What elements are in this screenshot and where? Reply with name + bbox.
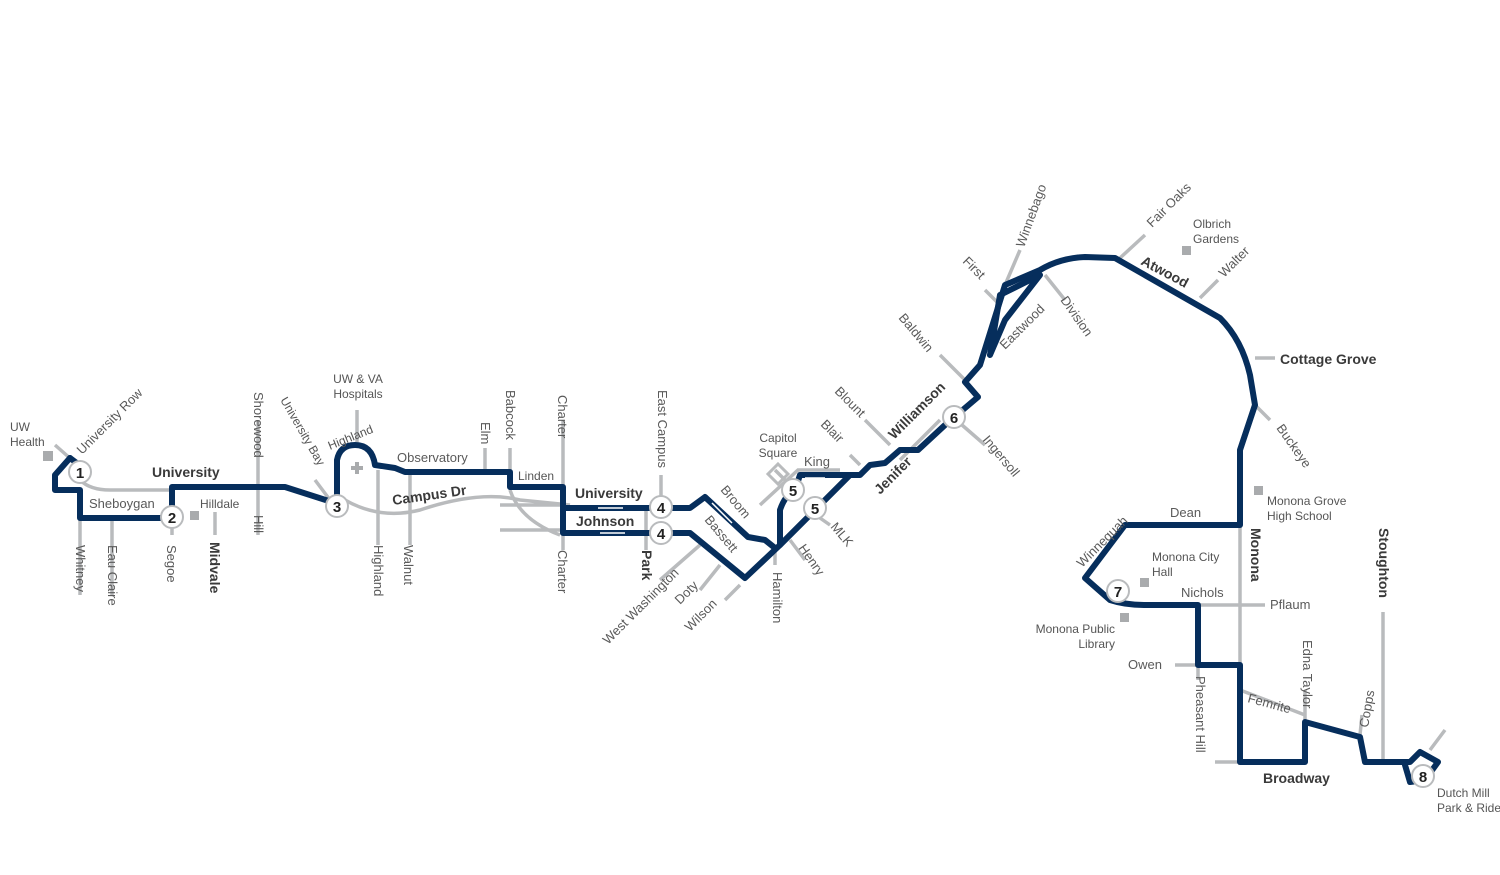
street-broadway: Broadway [1263,770,1330,786]
svg-text:5: 5 [811,501,819,518]
street-copps: Copps [1356,688,1377,728]
svg-text:6: 6 [950,410,958,427]
stop-7[interactable]: 7 [1106,579,1130,603]
stop-5-king[interactable]: 5 [781,478,805,502]
landmark-capitol-2: Square [759,446,798,460]
landmark-city-hall-2: Hall [1152,565,1173,579]
street-whitney: Whitney [73,545,88,592]
street-eau-claire: Eau Claire [105,545,120,606]
street-east-campus: East Campus [655,390,670,469]
landmark-olbrich: Olbrich [1193,217,1231,231]
street-segoe: Segoe [164,545,179,583]
street-walnut: Walnut [401,545,416,585]
street-king: King [804,454,830,469]
stops: 1 2 3 4 4 5 5 6 7 8 [68,405,1435,788]
hospital-cross-icon [351,462,363,474]
street-park: Park [639,550,655,581]
svg-text:3: 3 [333,499,341,516]
landmark-uw-health-2: Health [10,435,45,449]
street-hill: Hill [251,515,266,533]
street-pflaum: Pflaum [1270,597,1310,612]
street-sheboygan: Sheboygan [89,496,155,511]
landmark-uw-health: UW [10,420,31,434]
street-henry: Henry [796,541,828,578]
street-babcock: Babcock [503,390,518,440]
landmark-markers [43,246,1263,622]
street-first: First [960,254,989,283]
stop-8[interactable]: 8 [1411,764,1435,788]
street-owen: Owen [1128,657,1162,672]
svg-text:5: 5 [789,483,797,500]
landmark-library: Monona Public [1036,622,1115,636]
street-walter: Walter [1216,243,1253,280]
landmark-hospitals-2: Hospitals [333,387,382,401]
street-midvale: Midvale [207,542,223,594]
landmark-capitol: Capitol [759,431,796,445]
street-edna-taylor: Edna Taylor [1300,640,1315,709]
street-buckeye: Buckeye [1274,421,1315,470]
street-ingersoll: Ingersoll [980,432,1023,479]
landmark-dutch-mill: Dutch Mill [1437,786,1490,800]
svg-text:7: 7 [1114,584,1122,601]
landmark-library-2: Library [1078,637,1115,651]
street-linden: Linden [518,469,554,483]
street-observatory: Observatory [397,450,468,465]
street-mlk: MLK [828,519,857,549]
landmark-monona-grove-2: High School [1267,509,1332,523]
street-labels: University Row University Sheboygan Shor… [73,179,1392,786]
street-highland-south: Highland [371,545,386,596]
stop-6[interactable]: 6 [942,405,966,429]
street-hamilton: Hamilton [770,572,785,623]
svg-text:8: 8 [1419,769,1427,786]
svg-text:2: 2 [168,510,176,527]
streets [53,233,1447,765]
street-nichols: Nichols [1181,585,1224,600]
stop-5-mlk[interactable]: 5 [803,496,827,520]
street-winnequah: Winnequah [1074,513,1131,570]
landmark-olbrich-2: Gardens [1193,232,1239,246]
street-fair-oaks: Fair Oaks [1144,179,1195,230]
stop-3[interactable]: 3 [325,494,349,518]
street-shorewood: Shorewood [251,392,266,458]
street-monona: Monona [1248,528,1264,582]
street-campus-dr: Campus Dr [391,482,468,508]
street-charter-south: Charter [555,550,570,594]
capitol-square-icon [765,461,791,487]
stop-1[interactable]: 1 [68,460,92,484]
street-university-east: University [575,485,643,501]
street-blount: Blount [832,384,869,421]
svg-text:4: 4 [657,526,666,543]
street-baldwin: Baldwin [896,310,937,355]
street-blair: Blair [818,417,847,446]
street-cottage-grove: Cottage Grove [1280,351,1377,367]
street-johnson: Johnson [576,513,634,529]
street-pheasant-hill: Pheasant Hill [1193,676,1208,753]
landmark-dutch-mill-2: Park & Ride [1437,801,1500,815]
svg-text:1: 1 [76,465,84,482]
street-university-row: University Row [74,385,146,457]
street-stoughton: Stoughton [1376,528,1392,598]
street-dean: Dean [1170,505,1201,520]
street-doty: Doty [672,577,702,607]
stop-4-johnson[interactable]: 4 [649,521,673,545]
street-university-bay: University Bay [277,395,327,468]
street-femrite: Femrite [1246,690,1292,716]
landmark-city-hall: Monona City [1152,550,1219,564]
landmark-monona-grove: Monona Grove [1267,494,1347,508]
landmark-labels: UW Health Hilldale UW & VA Hospitals Cap… [10,217,1500,815]
stop-4-university[interactable]: 4 [649,495,673,519]
landmark-hospitals: UW & VA [333,372,383,386]
street-university-west: University [152,464,220,480]
street-winnebago: Winnebago [1013,182,1050,249]
street-elm: Elm [478,422,493,444]
street-charter-north: Charter [555,395,570,439]
landmark-hilldale: Hilldale [200,497,240,511]
street-division: Division [1058,293,1096,339]
stop-2[interactable]: 2 [160,505,184,529]
svg-text:4: 4 [657,500,666,517]
